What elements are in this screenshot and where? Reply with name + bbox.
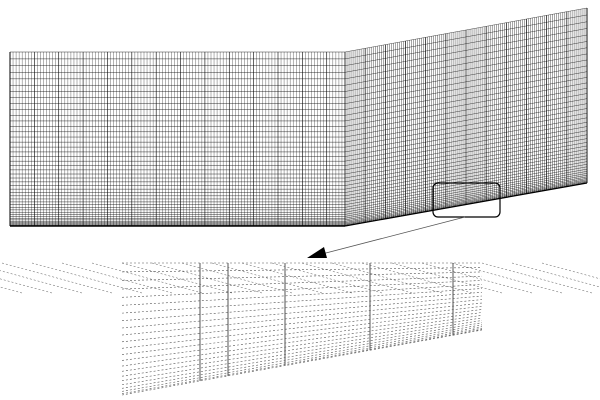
detail-mesh-line <box>511 262 600 288</box>
detail-mesh-line <box>121 322 483 381</box>
arrowhead-icon <box>307 247 327 258</box>
detail-mesh-line <box>1 262 113 294</box>
detail-mesh-line <box>0 270 83 294</box>
detail-mesh-line <box>121 315 483 367</box>
detail-mesh-line <box>121 271 483 281</box>
detail-mesh-line <box>121 280 483 298</box>
detail-mesh-line <box>121 329 483 396</box>
detail-mesh-line <box>121 262 233 294</box>
detail-mesh-line <box>151 262 263 294</box>
detail-mesh-line <box>301 262 413 294</box>
detail-mesh-line <box>391 262 503 294</box>
detail-mesh-line <box>211 262 323 294</box>
detail-mesh-line <box>121 327 483 392</box>
detail-mesh-line <box>121 312 483 361</box>
detail-mesh-line <box>181 262 293 294</box>
detail-mesh-line <box>121 306 483 349</box>
magnified-mesh-detail <box>0 262 600 396</box>
detail-mesh-line <box>121 324 483 386</box>
detail-mesh-line <box>91 262 203 294</box>
detail-mesh-line <box>31 262 143 294</box>
zoom-arrow <box>307 216 466 258</box>
detail-mesh-line <box>121 302 483 343</box>
mesh-boundary <box>344 182 588 227</box>
detail-mesh-line <box>121 275 483 290</box>
detail-mesh-line <box>331 262 443 294</box>
detail-mesh-line <box>271 262 383 294</box>
detail-mesh-line <box>121 299 483 336</box>
detail-mesh-line <box>121 309 483 355</box>
straight-channel-mesh <box>9 51 346 227</box>
detail-mesh-line <box>121 291 483 321</box>
detail-mesh-line <box>121 317 483 372</box>
detail-mesh-line <box>121 320 483 377</box>
detail-mesh-line <box>541 262 600 280</box>
detail-mesh-line <box>121 284 483 306</box>
diverging-channel-mesh <box>344 7 588 227</box>
detail-mesh-line <box>361 262 473 294</box>
detail-mesh-line <box>451 262 563 294</box>
detail-mesh-line <box>121 326 483 389</box>
detail-mesh-line <box>0 278 53 294</box>
zoom-highlight-box <box>432 182 501 218</box>
detail-mesh-line <box>61 262 173 294</box>
detail-mesh-line <box>241 262 353 294</box>
detail-mesh-line <box>121 267 483 273</box>
detail-mesh-line <box>421 262 533 294</box>
detail-mesh-line <box>121 295 483 329</box>
detail-mesh-line <box>121 288 483 314</box>
detail-mesh-line <box>121 329 483 395</box>
detail-mesh-line <box>481 262 593 294</box>
